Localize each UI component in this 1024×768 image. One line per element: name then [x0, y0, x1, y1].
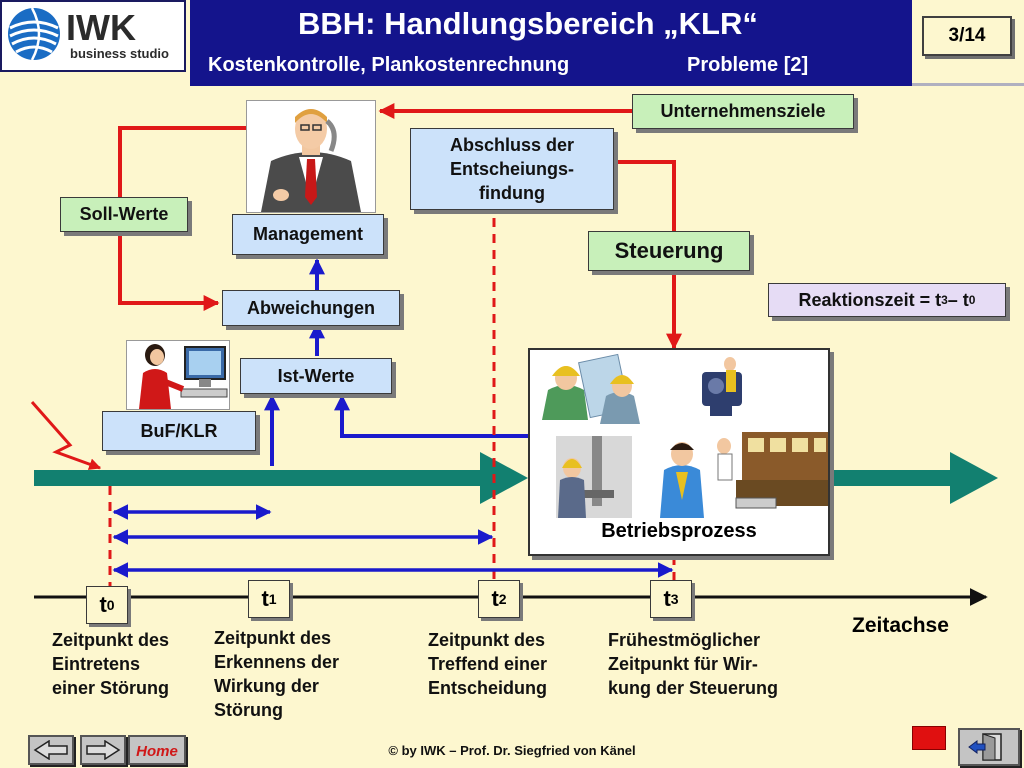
t3-desc-line: Frühestmöglicher — [608, 630, 761, 650]
arrow-right-icon — [86, 740, 121, 760]
t2-sub: 2 — [498, 591, 507, 607]
t0-name: t — [99, 592, 107, 617]
soll-werte-box: Soll-Werte — [60, 197, 188, 232]
buf-klr-box: BuF/KLR — [102, 411, 256, 451]
t0-sub: 0 — [106, 597, 115, 613]
exit-door-icon — [968, 733, 1002, 761]
zeitachse-label: Zeitachse — [852, 614, 949, 637]
office-worker-illustration — [126, 340, 230, 410]
t0-desc-line: Eintretens — [52, 654, 141, 674]
t3-name: t — [663, 586, 671, 611]
t3-sub: 3 — [670, 591, 679, 607]
t1-description: Zeitpunkt des Erkennens der Wirkung der … — [214, 626, 339, 722]
t1-desc-line: Zeitpunkt des — [214, 628, 332, 648]
abschluss-line-1: Abschluss der — [449, 135, 575, 155]
reaktionszeit-prefix: Reaktionszeit = t — [798, 289, 942, 310]
abschluss-line-3: findung — [479, 183, 545, 203]
arrow-left-icon — [33, 740, 68, 760]
t0-description: Zeitpunkt des Eintretens einer Störung — [52, 628, 169, 700]
t1-sub: 1 — [268, 591, 277, 607]
t2-desc-line: Treffend einer — [428, 654, 548, 674]
page-counter: 3/14 — [922, 16, 1012, 56]
red-marker-button[interactable] — [912, 726, 946, 750]
exit-button[interactable] — [958, 728, 1020, 766]
t1-desc-line: Erkennens der — [214, 652, 340, 672]
t1-name: t — [261, 586, 269, 611]
t1-desc-line: Wirkung der — [214, 676, 319, 696]
t0-desc-line: Zeitpunkt des — [52, 630, 170, 650]
forward-button[interactable] — [80, 735, 126, 765]
t2-desc-line: Entscheidung — [428, 678, 548, 698]
arrow-prozess-to-ist — [334, 394, 528, 438]
reaktionszeit-sub-b: 0 — [968, 293, 976, 307]
reaktionszeit-sub-a: 3 — [941, 293, 948, 307]
home-button[interactable]: Home — [128, 735, 186, 765]
globe-logo-icon: IWK business studio — [8, 7, 169, 61]
abschluss-entscheidung-box: Abschluss der Entscheiungs- findung — [410, 128, 614, 210]
betriebsprozess-box: Betriebsprozess — [528, 348, 830, 556]
t2-name: t — [491, 586, 499, 611]
t3-description: Frühestmöglicher Zeitpunkt für Wir- kung… — [608, 628, 778, 700]
manager-on-phone-icon — [261, 109, 361, 212]
lightning-icon — [30, 401, 102, 470]
back-button[interactable] — [28, 735, 74, 765]
steuerung-box: Steuerung — [588, 231, 750, 271]
unternehmensziele-box: Unternehmensziele — [632, 94, 854, 129]
iwk-logo: IWK business studio — [0, 0, 186, 72]
arrow-steuerung-to-prozess — [614, 160, 682, 350]
t3-desc-line: Zeitpunkt für Wir- — [608, 654, 758, 674]
logo-text: IWK — [66, 7, 136, 48]
copyright-footer: © by IWK – Prof. Dr. Siegfried von Känel — [388, 743, 636, 758]
reaktionszeit-middle: – t — [947, 289, 969, 310]
page-section: Probleme [2] — [687, 54, 809, 76]
t3-desc-line: kung der Steuerung — [608, 678, 779, 698]
computer-worker-icon — [139, 344, 228, 409]
t1-desc-line: Störung — [214, 700, 283, 720]
t0-desc-line: einer Störung — [52, 678, 170, 698]
abschluss-line-2: Entscheiungs- — [449, 159, 574, 179]
page-subtitle: Kostenkontrolle, Plankostenrechnung — [208, 54, 570, 76]
worker-icon — [542, 385, 588, 420]
management-box: Management — [232, 214, 384, 255]
abweichungen-box: Abweichungen — [222, 290, 400, 326]
betriebsprozess-label: Betriebsprozess — [601, 520, 757, 542]
t2-description: Zeitpunkt des Treffend einer Entscheidun… — [428, 628, 547, 700]
manager-illustration — [246, 100, 376, 213]
ist-werte-box: Ist-Werte — [240, 358, 392, 394]
logo-subtext: business studio — [70, 46, 169, 61]
header-band: BBH: Handlungsbereich „KLR“ Kostenkontro… — [190, 0, 912, 86]
workers-illustration — [542, 353, 828, 518]
page-title: BBH: Handlungsbereich „KLR“ — [298, 6, 758, 41]
t2-desc-line: Zeitpunkt des — [428, 630, 546, 650]
